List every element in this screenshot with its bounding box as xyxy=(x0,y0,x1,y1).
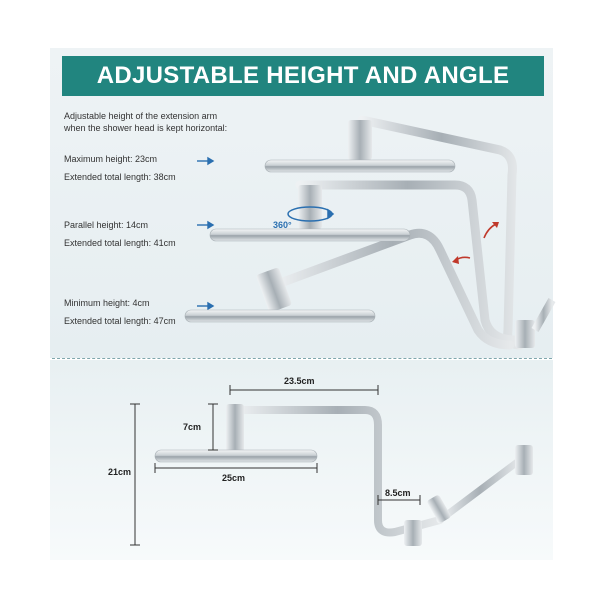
min-position-labels: Minimum height: 4cm Extended total lengt… xyxy=(64,297,176,327)
rotation-icon xyxy=(287,206,335,222)
intro-line-1: Adjustable height of the extension arm xyxy=(64,111,218,121)
head-diameter-label: 25cm xyxy=(222,473,246,483)
shower-head-min xyxy=(184,267,376,323)
dimension-lines xyxy=(130,385,421,546)
banner-title: ADJUSTABLE HEIGHT AND ANGLE xyxy=(96,62,510,89)
rotation-label: 360° xyxy=(273,220,292,230)
total-height-label: 21cm xyxy=(108,467,132,477)
max-position-labels: Maximum height: 23cm Extended total leng… xyxy=(64,153,176,183)
min-length-label: Extended total length: 47cm xyxy=(64,316,176,326)
min-height-label: Minimum height: 4cm xyxy=(64,298,150,308)
intro-text: Adjustable height of the extension arm w… xyxy=(64,110,227,134)
parallel-height-label: Parallel height: 14cm xyxy=(64,220,149,230)
wall-joint-bottom xyxy=(404,445,533,546)
dimension-arm xyxy=(231,406,524,537)
parallel-length-label: Extended total length: 41cm xyxy=(64,238,176,248)
shower-head-parallel xyxy=(209,185,411,242)
intro-line-2: when the shower head is kept horizontal: xyxy=(64,123,228,133)
parallel-position-labels: Parallel height: 14cm Extended total len… xyxy=(64,219,176,249)
dim-shower-head xyxy=(154,449,318,463)
max-height-label: Maximum height: 23cm xyxy=(64,154,158,164)
wall-joint-top xyxy=(515,298,556,348)
section-divider xyxy=(52,358,552,359)
shower-head-max xyxy=(264,120,456,173)
head-height-label: 7cm xyxy=(183,422,202,432)
arm-length-label: 23.5cm xyxy=(284,376,315,386)
title-banner: ADJUSTABLE HEIGHT AND ANGLE xyxy=(62,56,544,96)
extension-arms xyxy=(270,115,525,350)
max-length-label: Extended total length: 38cm xyxy=(64,172,176,182)
adjust-arrows xyxy=(452,222,499,264)
dim-shower-neck xyxy=(226,404,244,452)
pointer-arrows xyxy=(197,156,215,311)
offset-label: 8.5cm xyxy=(385,488,411,498)
